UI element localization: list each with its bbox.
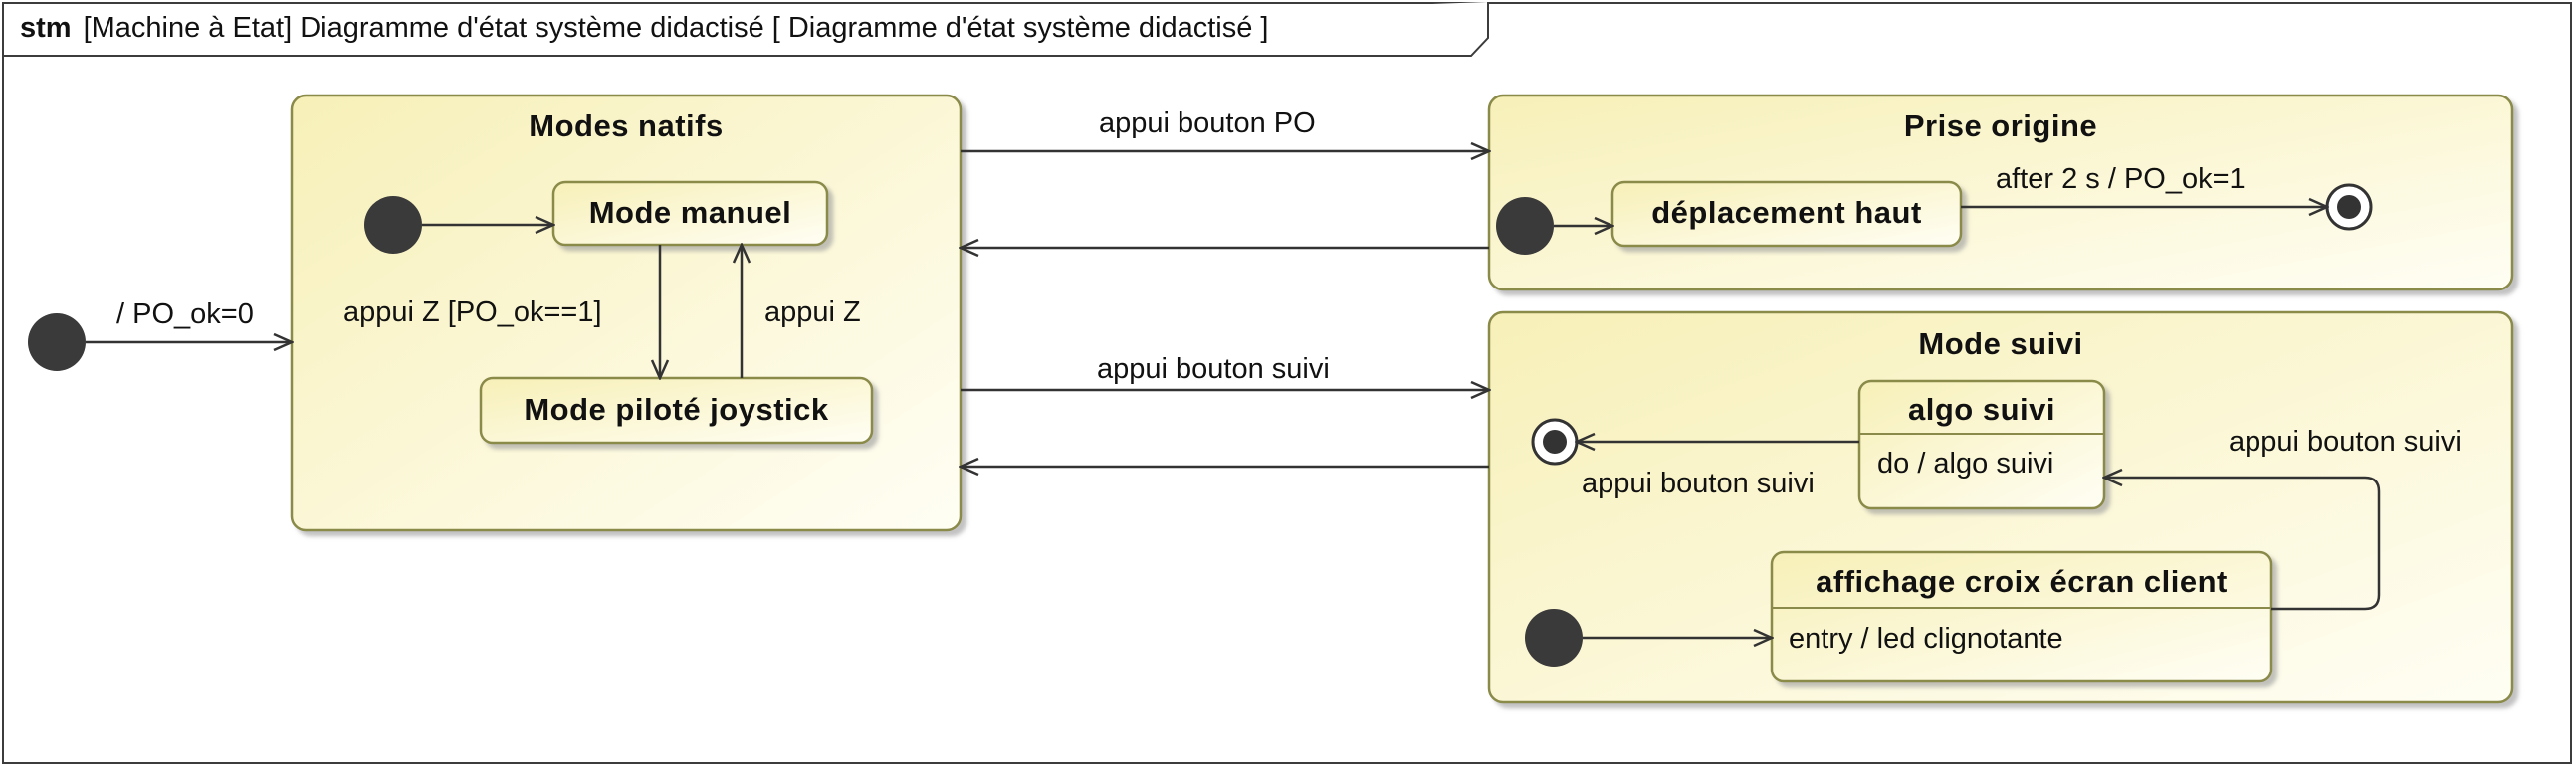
label-natifs-origine: appui bouton PO <box>1099 107 1316 139</box>
affichage-activity: entry / led clignotante <box>1789 623 2063 655</box>
label-deplacement-final: after 2 s / PO_ok=1 <box>1996 163 2246 195</box>
algo-suivi-activity: do / algo suivi <box>1877 448 2054 480</box>
frame-tab <box>2 2 1489 57</box>
modes-natifs-title: Modes natifs <box>529 108 724 143</box>
algo-suivi-title: algo suivi <box>1908 392 2055 427</box>
state-mode-pilote <box>479 376 874 445</box>
affichage-title: affichage croix écran client <box>1816 564 2228 599</box>
initial-node-natifs <box>364 196 422 254</box>
initial-node-top <box>28 313 86 371</box>
state-algo-suivi <box>1857 379 2106 510</box>
initial-node-suivi <box>1525 609 1583 667</box>
label-manuel-pilote: appui Z [PO_ok==1] <box>343 296 602 328</box>
frame-title-text: [Machine à Etat] Diagramme d'état systèm… <box>83 12 1269 44</box>
label-affichage-algo: appui bouton suivi <box>2229 426 2462 458</box>
prise-origine-title: Prise origine <box>1903 108 2098 143</box>
deplacement-haut-title: déplacement haut <box>1651 195 1922 230</box>
frame-title: stm [Machine à Etat] Diagramme d'état sys… <box>20 12 1269 45</box>
mode-pilote-title: Mode piloté joystick <box>524 392 829 427</box>
mode-manuel-title: Mode manuel <box>588 195 792 230</box>
final-node-origine <box>2325 183 2373 231</box>
label-algo-final: appui bouton suivi <box>1582 468 1815 499</box>
label-initial: / PO_ok=0 <box>116 298 254 330</box>
mode-suivi-title: Mode suivi <box>1918 326 2083 361</box>
initial-node-origine <box>1496 197 1554 255</box>
state-deplacement-haut <box>1610 180 1963 248</box>
state-affichage <box>1770 550 2273 683</box>
state-mode-manuel <box>551 180 829 247</box>
label-natifs-suivi: appui bouton suivi <box>1097 353 1330 385</box>
label-pilote-manuel: appui Z <box>764 296 861 328</box>
edge-affichage-algo <box>2104 478 2381 611</box>
frame-kind: stm <box>20 12 72 44</box>
final-node-suivi <box>1531 418 1579 466</box>
